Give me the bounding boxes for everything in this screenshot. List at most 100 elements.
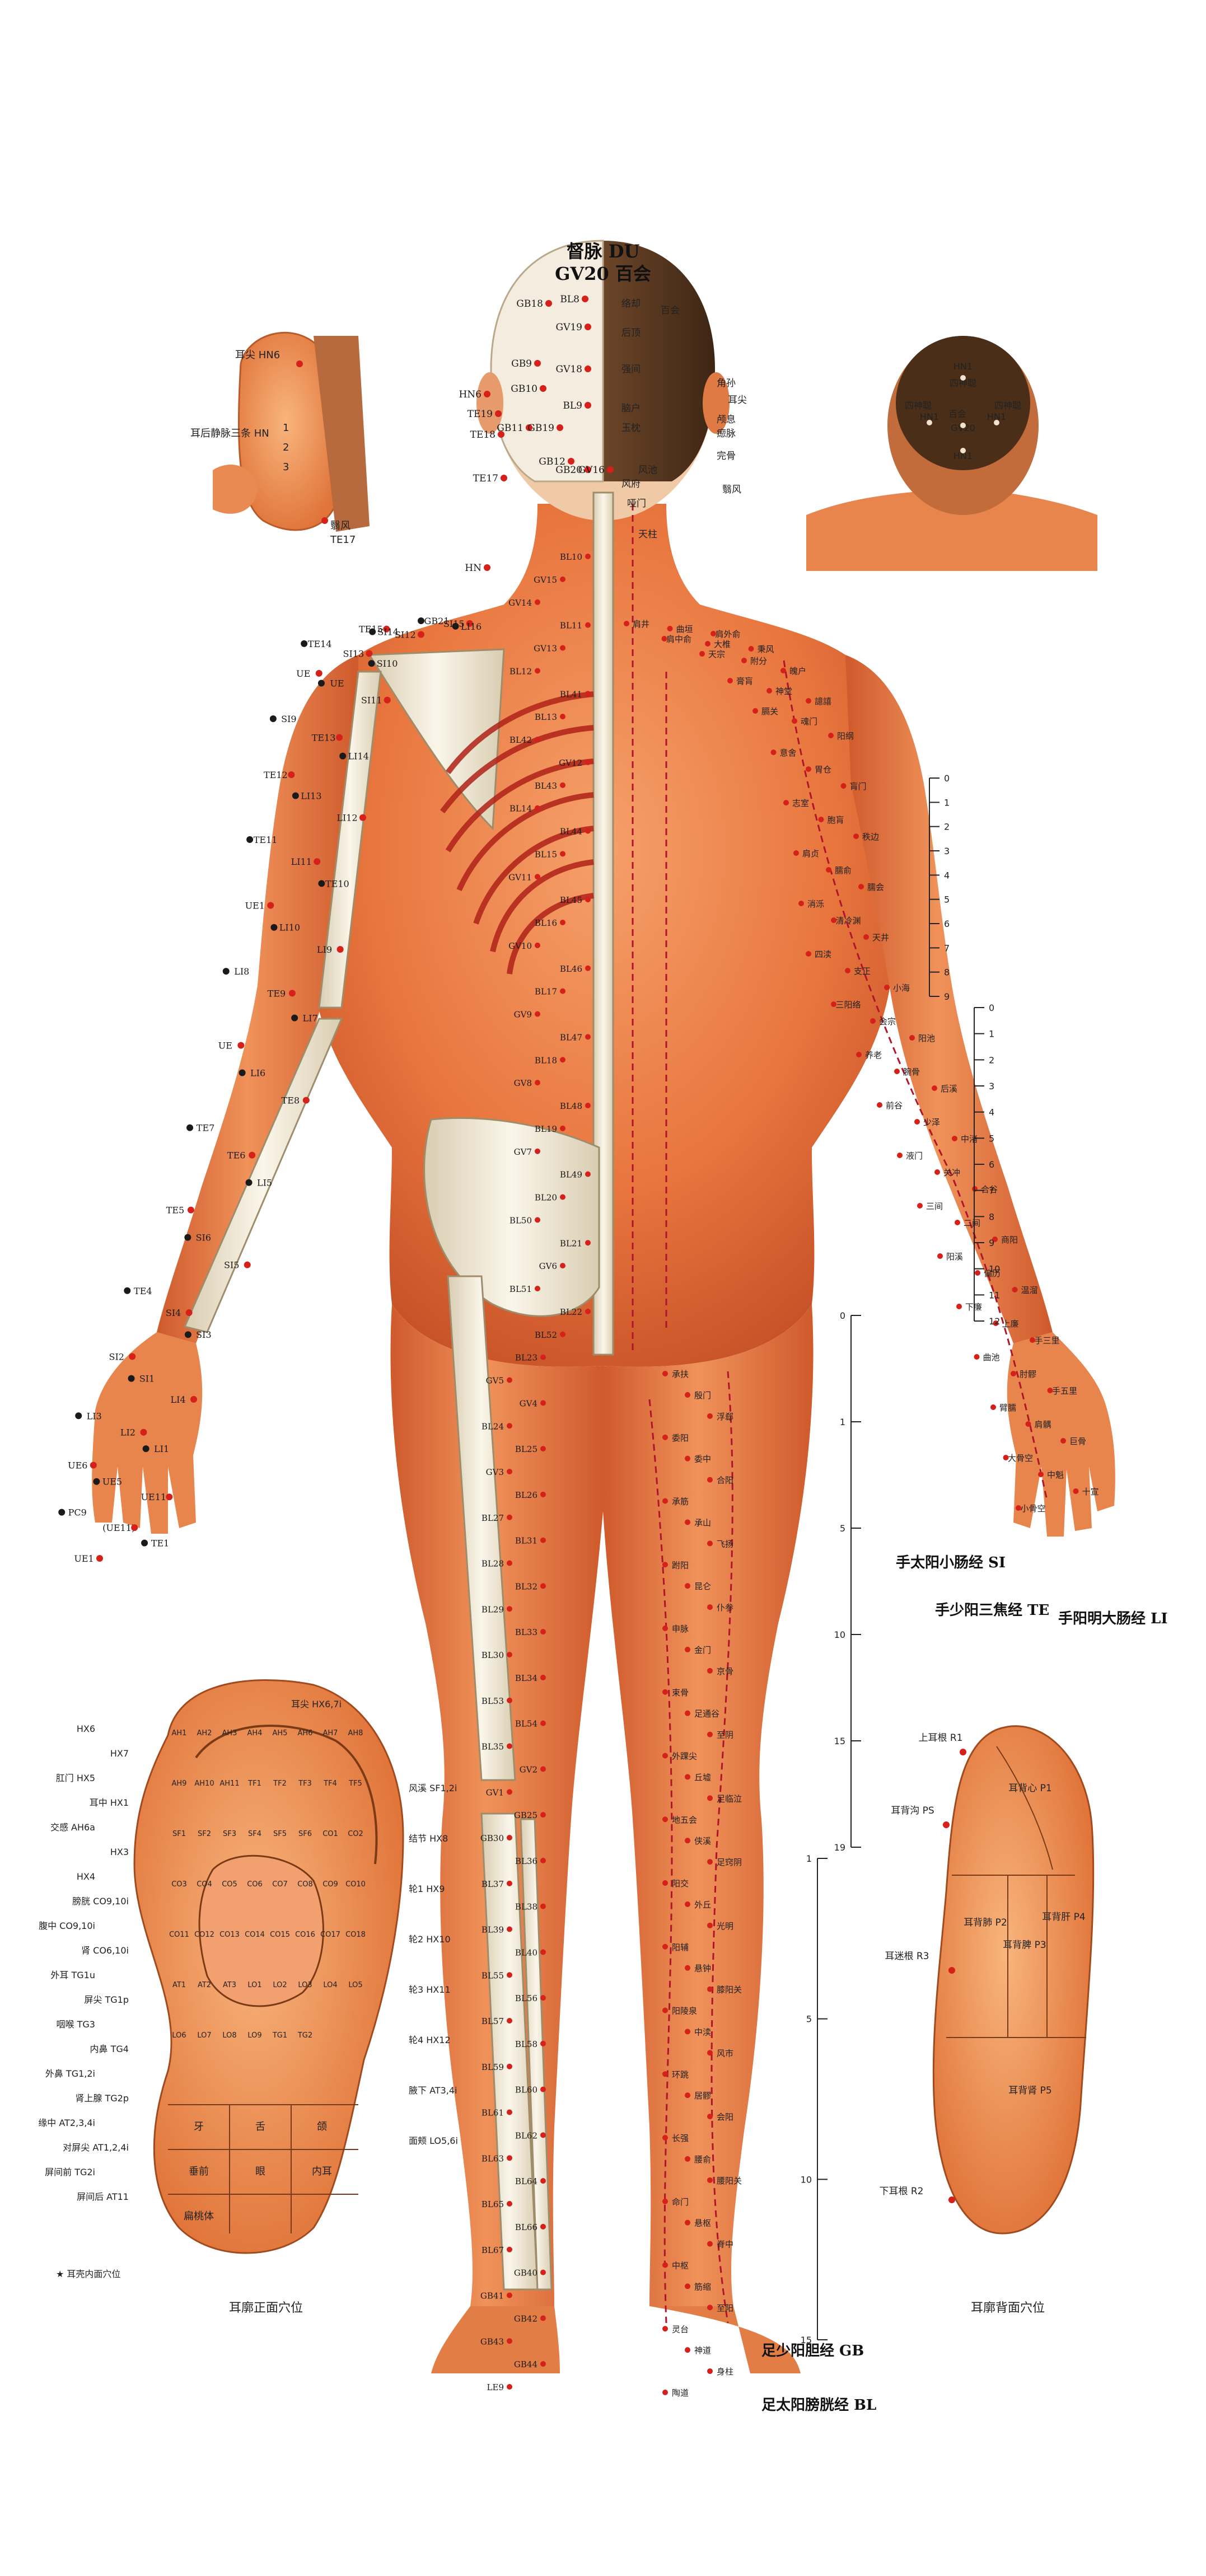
spine-label: BL42 xyxy=(509,735,532,745)
scale-tick-label: 1 xyxy=(944,797,950,808)
spine-label: LE9 xyxy=(487,2382,504,2392)
acupoint-dot xyxy=(249,1151,256,1159)
acupoint-dot xyxy=(699,651,705,657)
acupoint-dot xyxy=(707,1540,713,1547)
ear-lobe-cell: 牙 xyxy=(194,2121,204,2133)
spine-label: BL35 xyxy=(482,1742,504,1752)
acupoint-dot xyxy=(993,1320,999,1326)
ear-inset-label: TE17 xyxy=(330,534,356,546)
acupoint-dot xyxy=(246,836,254,843)
spine-label: BL11 xyxy=(560,621,582,631)
acupoint-dot xyxy=(321,517,328,524)
right-body-label: 胃仓 xyxy=(815,765,831,775)
main-figure xyxy=(92,240,1115,2373)
spine-label: BL21 xyxy=(560,1238,582,1248)
scale-tick-label: 8 xyxy=(944,967,950,978)
acupoint-dot xyxy=(707,2050,713,2056)
acupoint-dot xyxy=(662,1816,668,1823)
right-body-label: 臑会 xyxy=(867,882,884,892)
ear-front-region-label: CO9 xyxy=(322,1880,338,1889)
leg-label: 承山 xyxy=(694,1518,711,1528)
leg-label: 飞扬 xyxy=(717,1539,733,1549)
ear-back-label: 耳背心 P1 xyxy=(1008,1783,1051,1794)
acupoint-dot xyxy=(818,817,824,822)
right-body-label: 中魁 xyxy=(1047,1470,1064,1480)
acupoint-dot xyxy=(585,691,591,697)
acupoint-dot xyxy=(766,688,772,694)
acupoint-dot xyxy=(245,1179,253,1186)
head-label-left: TE18 xyxy=(470,429,496,441)
leg-label: 陶道 xyxy=(672,2388,689,2398)
acupoint-dot xyxy=(507,1469,512,1474)
spine-label: BL24 xyxy=(482,1421,504,1431)
arm-label: LI5 xyxy=(257,1178,272,1188)
acupoint-dot xyxy=(585,1103,591,1108)
arm-label: TE11 xyxy=(254,835,278,845)
spine-label: GV9 xyxy=(514,1010,532,1020)
acupoint-dot xyxy=(129,1353,136,1360)
acupoint-dot xyxy=(384,696,391,704)
ear-front-label-left: 缘中 AT2,3,4i xyxy=(38,2118,95,2128)
acupoint-dot xyxy=(662,2135,668,2141)
head-label-left: GV19 xyxy=(556,322,583,333)
ear-inset-label: 翳风 xyxy=(330,520,350,532)
spine-label: BL67 xyxy=(482,2245,504,2255)
acupoint-dot xyxy=(540,1674,546,1680)
acupoint-dot xyxy=(662,2390,668,2395)
femur xyxy=(447,1275,516,1781)
spine-label: BL62 xyxy=(515,2130,537,2141)
right-body-label: 手三里 xyxy=(1034,1336,1059,1346)
back-head-label: HN1 xyxy=(953,361,973,372)
right-body-label: 肩髃 xyxy=(1034,1420,1051,1430)
ear-back-label: 耳背肝 P4 xyxy=(1042,1912,1085,1923)
ear-right xyxy=(703,372,730,434)
acupoint-dot xyxy=(545,300,552,307)
head-label-left: GB18 xyxy=(516,298,543,310)
acupoint-dot xyxy=(288,990,296,997)
spine-label: BL47 xyxy=(560,1032,582,1042)
ear-lobe-cell: 颌 xyxy=(317,2121,327,2133)
right-body-label: 秉风 xyxy=(757,644,774,654)
acupoint-dot xyxy=(770,750,777,755)
right-body-label: 秩边 xyxy=(862,832,879,842)
spine-label: GB41 xyxy=(480,2291,504,2301)
spine-label: BL22 xyxy=(560,1307,582,1317)
acupoint-dot xyxy=(585,759,591,765)
ear-inset-label: 1 xyxy=(283,422,289,434)
acupoint-dot xyxy=(540,2315,546,2321)
right-body-label: 阳纲 xyxy=(837,731,854,741)
acupoint-dot xyxy=(994,420,999,425)
spine-label: BL52 xyxy=(535,1330,557,1340)
acupoint-dot xyxy=(540,1446,546,1452)
ear-front-label-left: 屏间后 AT11 xyxy=(77,2191,129,2202)
ear-front-label-left: 内鼻 TG4 xyxy=(90,2044,129,2054)
acupoint-dot xyxy=(707,1604,713,1610)
acupoint-dot xyxy=(535,1217,540,1223)
leg-label: 束骨 xyxy=(672,1688,689,1698)
acupoint-dot xyxy=(369,628,376,635)
acupoint-dot xyxy=(507,2246,512,2252)
leg-label: 神道 xyxy=(694,2345,711,2355)
right-body-label: 阳溪 xyxy=(946,1252,963,1262)
ear-front-label-left: HX6 xyxy=(77,1723,95,1734)
acupoint-dot xyxy=(662,1880,668,1886)
acupoint-dot xyxy=(707,2114,713,2120)
right-body-label: 胞肓 xyxy=(827,815,844,825)
acupoint-dot xyxy=(685,1965,690,1971)
ear-front-region-label: TF5 xyxy=(348,1779,362,1788)
acupoint-dot xyxy=(798,901,804,906)
ear-front-region-label: CO1 xyxy=(322,1830,338,1838)
acupoint-dot xyxy=(507,1514,512,1520)
leg-label: 合阳 xyxy=(717,1476,733,1486)
acupoint-dot xyxy=(507,2109,512,2115)
acupoint-dot xyxy=(507,1606,512,1612)
spine-label: BL39 xyxy=(482,1925,504,1935)
acupoint-dot xyxy=(662,1689,668,1695)
ear-front-label-left: 咽喉 TG3 xyxy=(57,2019,95,2030)
acupoint-dot xyxy=(317,680,325,687)
acupoint-dot xyxy=(585,897,591,903)
back-head-label: HN1 xyxy=(920,411,939,422)
acupoint-dot xyxy=(662,1943,668,1950)
acupoint-dot xyxy=(685,1583,690,1589)
fibula xyxy=(520,1818,553,2291)
